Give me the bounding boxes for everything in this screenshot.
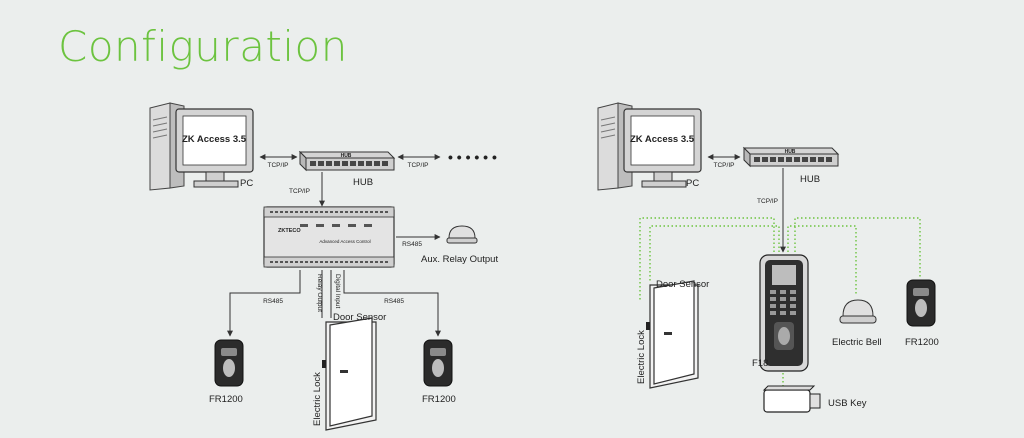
- panel-reader-right-link: [343, 270, 441, 337]
- reader-left-label: FR1200: [209, 394, 243, 405]
- software-label: ZK Access 3.5: [182, 134, 247, 145]
- more-devices-ellipsis: • • • • • •: [448, 149, 497, 165]
- hub-icon: HUB: [742, 146, 840, 168]
- panel-brand-label: ZKTECO: [278, 228, 301, 234]
- electric-lock-label: Electric Lock: [636, 330, 647, 384]
- hub-brand-label: HUB: [341, 153, 352, 159]
- usb-key-icon: [762, 385, 821, 413]
- right-topology: ZK Access 3.5 PC TCP/IP HUB HUB TCP/IP: [597, 102, 939, 413]
- pc-monitor-icon: [175, 108, 254, 188]
- hub-brand-label: HUB: [785, 149, 796, 155]
- dotted-wiring: [639, 217, 921, 386]
- left-topology: ZK Access 3.5 PC TCP/IP HUB HUB TCP/IP •…: [149, 102, 498, 431]
- electric-bell-icon: [839, 299, 877, 324]
- door-icon: [646, 280, 699, 389]
- fingerprint-reader-icon: [906, 279, 936, 327]
- pc-label: PC: [686, 178, 699, 189]
- usb-key-label: USB Key: [828, 398, 867, 409]
- panel-reader-left-link: [227, 270, 301, 337]
- door-sensor-label: Door Sensor: [656, 279, 709, 290]
- aux-relay-bell-icon: [446, 225, 478, 244]
- tcpip-pc-hub-label: TCP/IP: [714, 162, 735, 169]
- fingerprint-reader-icon: [214, 339, 244, 387]
- door-icon: [322, 317, 377, 431]
- tcpip-hub-more-label: TCP/IP: [408, 162, 429, 169]
- reader-right-label: FR1200: [422, 394, 456, 405]
- door-sensor-label: Door Sensor: [333, 312, 386, 323]
- pc-monitor-icon: [623, 108, 702, 188]
- access-control-panel-icon: ZKTECO Advanced Access Control: [263, 206, 395, 268]
- electric-lock-label: Electric Lock: [312, 372, 323, 426]
- f18-terminal-icon: [759, 254, 809, 372]
- panel-caption-label: Advanced Access Control: [319, 239, 370, 244]
- rs485-right-label: RS485: [384, 298, 404, 305]
- rs485-aux-label: RS485: [402, 241, 422, 248]
- tcpip-hub-f18-label: TCP/IP: [757, 198, 778, 205]
- aux-relay-label: Aux. Relay Output: [421, 254, 498, 265]
- hub-label: HUB: [353, 177, 373, 188]
- relay-output-label: Relay Output: [316, 274, 323, 312]
- fingerprint-reader-icon: [423, 339, 453, 387]
- electric-bell-label: Electric Bell: [832, 337, 882, 348]
- tcpip-pc-hub-label: TCP/IP: [268, 162, 289, 169]
- hub-icon: HUB: [298, 150, 396, 172]
- digital-input-label: Digital Input: [334, 274, 341, 309]
- f18-label: F18: [752, 358, 768, 369]
- rs485-left-label: RS485: [263, 298, 283, 305]
- pc-label: PC: [240, 178, 253, 189]
- software-label: ZK Access 3.5: [630, 134, 695, 145]
- hub-label: HUB: [800, 174, 820, 185]
- page-title: Configuration: [58, 22, 348, 71]
- reader-label: FR1200: [905, 337, 939, 348]
- tcpip-hub-panel-label: TCP/IP: [289, 188, 310, 195]
